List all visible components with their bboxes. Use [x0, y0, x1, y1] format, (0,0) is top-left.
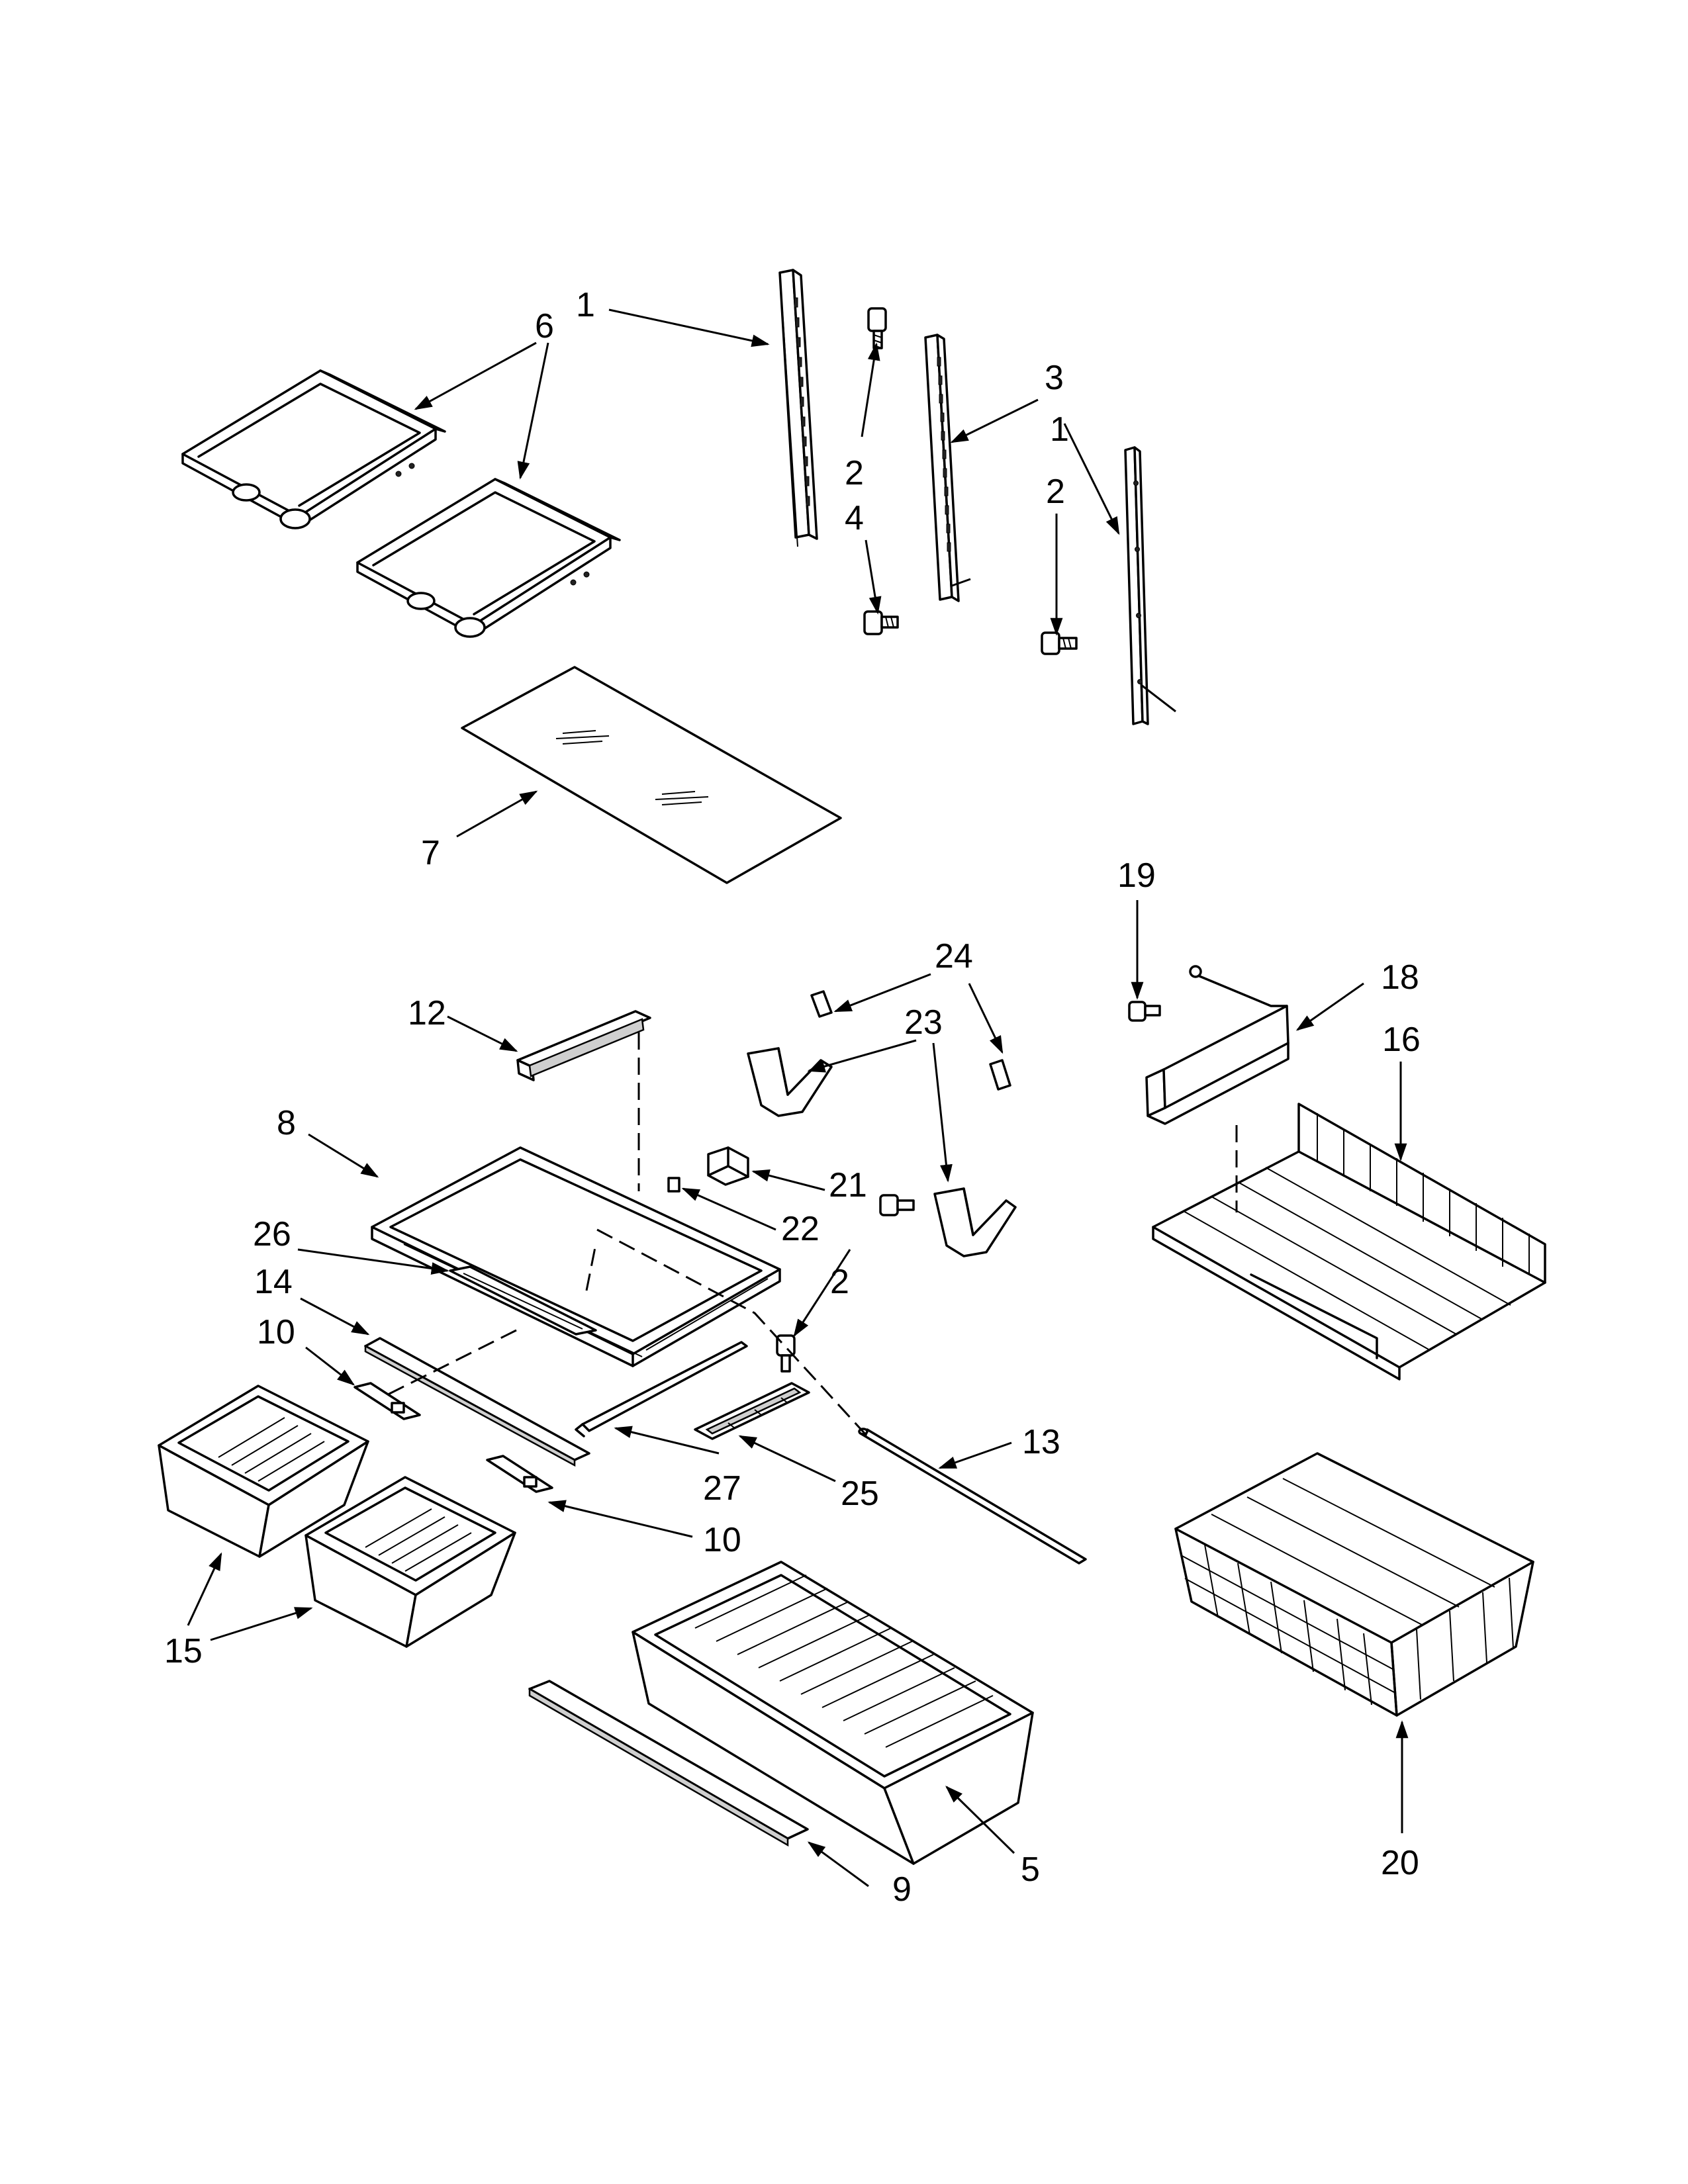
bracket-21: [707, 1146, 749, 1186]
callout-18: 18: [1381, 958, 1419, 997]
screw-right: [1041, 631, 1078, 655]
callout-4: 4: [845, 499, 864, 537]
bracket-24-upper: [810, 990, 833, 1018]
callout-3: 3: [1045, 359, 1064, 397]
crisper-drawer-right: [305, 1476, 516, 1648]
callout-6: 6: [535, 307, 554, 345]
drawer-trim: [528, 1680, 809, 1847]
screw-upper: [867, 307, 887, 349]
bracket-23-lower: [933, 1187, 1017, 1257]
callout-16: 16: [1382, 1021, 1421, 1059]
shelf-frame-lower: [356, 478, 621, 638]
wire-basket-tray: [1152, 1103, 1546, 1381]
clip-lower: [486, 1455, 553, 1493]
glass-shelf: [461, 666, 842, 884]
bracket-22: [667, 1177, 680, 1193]
callout-23: 23: [904, 1003, 943, 1042]
callout-8: 8: [277, 1104, 296, 1142]
support-arm: [575, 1341, 748, 1437]
callout-27: 27: [703, 1469, 741, 1508]
callout-9: 9: [892, 1870, 912, 1909]
callout-5: 5: [1021, 1850, 1040, 1889]
callout-1-right: 1: [1050, 410, 1069, 449]
wire-basket: [1174, 1452, 1534, 1717]
shelf-rail-left: [778, 269, 818, 547]
front-trim-bar: [364, 1337, 590, 1467]
screw-bracket: [879, 1194, 915, 1216]
callout-25: 25: [841, 1475, 879, 1513]
callout-21: 21: [829, 1166, 867, 1205]
screw-middle: [863, 610, 899, 635]
callout-labels: 1 6 3 1 2 4 2 7 19 24 18 23 16 12 8 21 2…: [164, 286, 1421, 1909]
callout-26: 26: [253, 1215, 291, 1253]
cover-bracket: [449, 1265, 597, 1336]
shelf-rail-middle: [924, 334, 971, 602]
callout-15: 15: [164, 1632, 203, 1670]
bracket-24-lower: [989, 1059, 1011, 1091]
callout-2-upper: 2: [845, 454, 864, 492]
callout-19: 19: [1117, 856, 1156, 895]
callout-24: 24: [935, 937, 973, 976]
callout-12: 12: [408, 994, 446, 1032]
callout-13: 13: [1022, 1423, 1060, 1461]
callout-1-upper: 1: [576, 286, 595, 324]
callout-14: 14: [254, 1263, 293, 1301]
clip-upper: [353, 1382, 421, 1420]
callout-22: 22: [781, 1210, 820, 1248]
callout-2-right: 2: [1046, 473, 1065, 511]
crisper-drawer-left: [158, 1385, 369, 1558]
callout-7: 7: [421, 834, 440, 872]
callout-10-upper: 10: [257, 1313, 295, 1351]
slide-rail: [694, 1382, 810, 1440]
bracket-23-upper: [747, 1047, 833, 1117]
leader-arrows: [187, 308, 1409, 1888]
callout-20: 20: [1381, 1844, 1419, 1882]
shelf-slide: [516, 1010, 651, 1081]
pantry-drawer: [632, 1561, 1034, 1865]
shelf-rail-right: [1124, 446, 1176, 725]
assembly-lines: [383, 1032, 1238, 1437]
shelf-frame-upper: [181, 369, 446, 529]
screw-basket: [1128, 1001, 1161, 1022]
basket-handle: [1145, 965, 1289, 1125]
callout-2-lower: 2: [830, 1263, 849, 1301]
callout-10-lower: 10: [703, 1521, 741, 1559]
